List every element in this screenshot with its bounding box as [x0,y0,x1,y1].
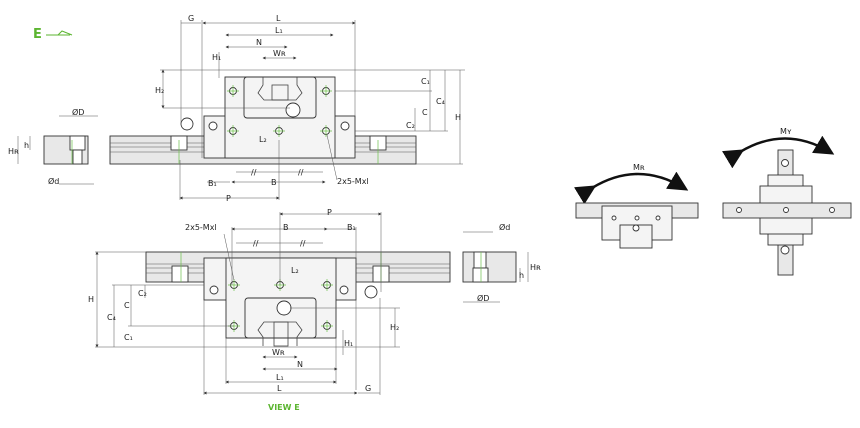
dim-d: Ød [48,176,59,186]
grease-nipple-icon [276,300,292,316]
view-marker: E [33,27,73,42]
dim-C2: C₂ [138,289,147,298]
dim-WR: Wʀ [272,348,285,357]
yaw-moment-view: Mʏ [721,127,852,276]
dim-D: ØD [477,293,489,303]
parallel-mark: // [298,168,304,177]
dim-HR: Hʀ [530,263,541,272]
dim-B: B [283,223,289,232]
dim-L2: L₂ [291,266,299,275]
dim-G: G [365,384,371,393]
dim-B1: B₁ [347,223,356,232]
dim-C1: C₁ [124,333,133,342]
dimension-labels-bottom: P B B₁ 2x5-Mxl // // L₂ H C₄ C C₁ C₂ H₂ … [88,208,541,412]
dimension-lines-bottom [95,212,529,395]
dim-h: h [519,271,524,280]
dim-C2: C₂ [406,121,415,130]
dim-P: P [327,208,332,217]
dim-N: N [256,38,262,47]
dim-D: ØD [72,107,84,117]
grease-nipple-icon [285,102,301,118]
mounting-holes-top [71,85,379,164]
dim-N: N [297,360,303,369]
view-marker-label: E [33,27,42,42]
view-caption: VIEW E [268,403,300,412]
parallel-mark: // [253,239,259,248]
dim-G: G [188,14,194,23]
dim-WR: Wʀ [273,49,286,58]
dim-h: h [24,141,29,150]
rail-window [243,76,317,119]
dim-d: Ød [499,222,510,232]
dim-L1: L₁ [276,373,284,382]
dimension-labels-top: G L L₁ N Wʀ H₁ H₂ L₂ C₁ C₄ C C₂ H // // … [8,14,461,203]
dim-H1: H₁ [344,339,353,348]
parallel-mark: // [251,168,257,177]
grease-nipple-side-icon [180,117,194,131]
dim-HR: Hʀ [8,147,19,156]
rolling-moment-view: Mʀ [573,163,699,249]
dim-H1: H₁ [212,53,221,62]
rotation-arrow-icon [573,171,689,205]
dim-C4: C₄ [436,97,445,106]
rotation-arrow-icon [721,135,835,169]
dim-H: H [88,295,94,304]
dim-H2: H₂ [390,323,399,332]
dim-C: C [422,108,428,117]
moment-MR-label: Mʀ [633,163,645,172]
parallel-mark: // [300,239,306,248]
dim-L: L [277,384,282,393]
top-view: G L L₁ N Wʀ H₁ H₂ L₂ C₁ C₄ C C₂ H // // … [8,14,465,203]
dim-mounting-thread: 2x5-Mxl [185,223,217,232]
dim-L1: L₁ [275,26,283,35]
dim-B1: B₁ [208,179,217,188]
dim-L: L [276,14,281,23]
dim-P: P [226,194,231,203]
dim-C1: C₁ [421,77,430,86]
dim-L2: L₂ [259,135,267,144]
bolt-hole [72,149,83,165]
dim-H2: H₂ [155,86,164,95]
dim-C: C [124,301,130,310]
dim-C4: C₄ [107,313,116,322]
rail-end-section [462,251,517,283]
dim-mounting-thread: 2x5-Mxl [337,177,369,186]
grease-nipple-side-icon [364,285,378,299]
moment-MY-label: Mʏ [780,127,792,136]
bottom-view-e: P B B₁ 2x5-Mxl // // L₂ H C₄ C C₁ C₂ H₂ … [88,208,541,412]
dim-H: H [455,113,461,122]
view-arrow-icon [46,30,73,36]
dim-B: B [271,178,277,187]
dimension-lines-top [17,20,465,200]
